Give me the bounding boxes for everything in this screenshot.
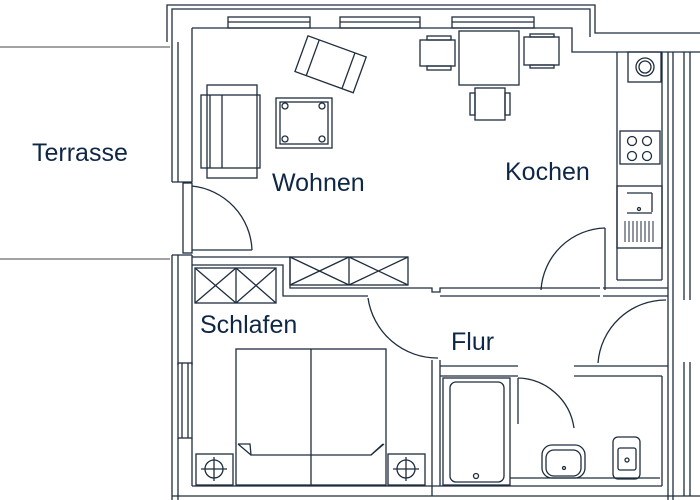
room-label-terrasse: Terrasse <box>32 139 128 167</box>
nightstands <box>195 453 426 486</box>
terrace-door <box>182 182 253 254</box>
wardrobe <box>194 267 277 304</box>
toilet <box>612 436 641 480</box>
top-windows <box>227 16 535 29</box>
coffee-table <box>275 97 333 149</box>
room-label-wohnen: Wohnen <box>272 169 365 197</box>
sink-dishwasher <box>616 185 663 249</box>
fridge <box>627 51 662 83</box>
double-bed <box>235 348 387 486</box>
interior-walls <box>192 256 668 496</box>
room-label-flur: Flur <box>451 328 495 356</box>
sofa <box>200 84 261 179</box>
armchair <box>294 34 368 94</box>
doors <box>367 227 667 429</box>
washbasin <box>510 444 660 479</box>
dining-chairs <box>419 33 560 121</box>
dining-table <box>458 30 520 86</box>
stove <box>619 130 661 165</box>
outer-walls <box>166 4 700 500</box>
room-label-kochen: Kochen <box>505 158 590 186</box>
terrace-outline <box>0 46 170 260</box>
bathtub <box>442 377 511 486</box>
room-label-schlafen: Schlafen <box>200 311 298 339</box>
low-cabinet <box>289 256 409 286</box>
kitchen-counter <box>616 52 663 281</box>
